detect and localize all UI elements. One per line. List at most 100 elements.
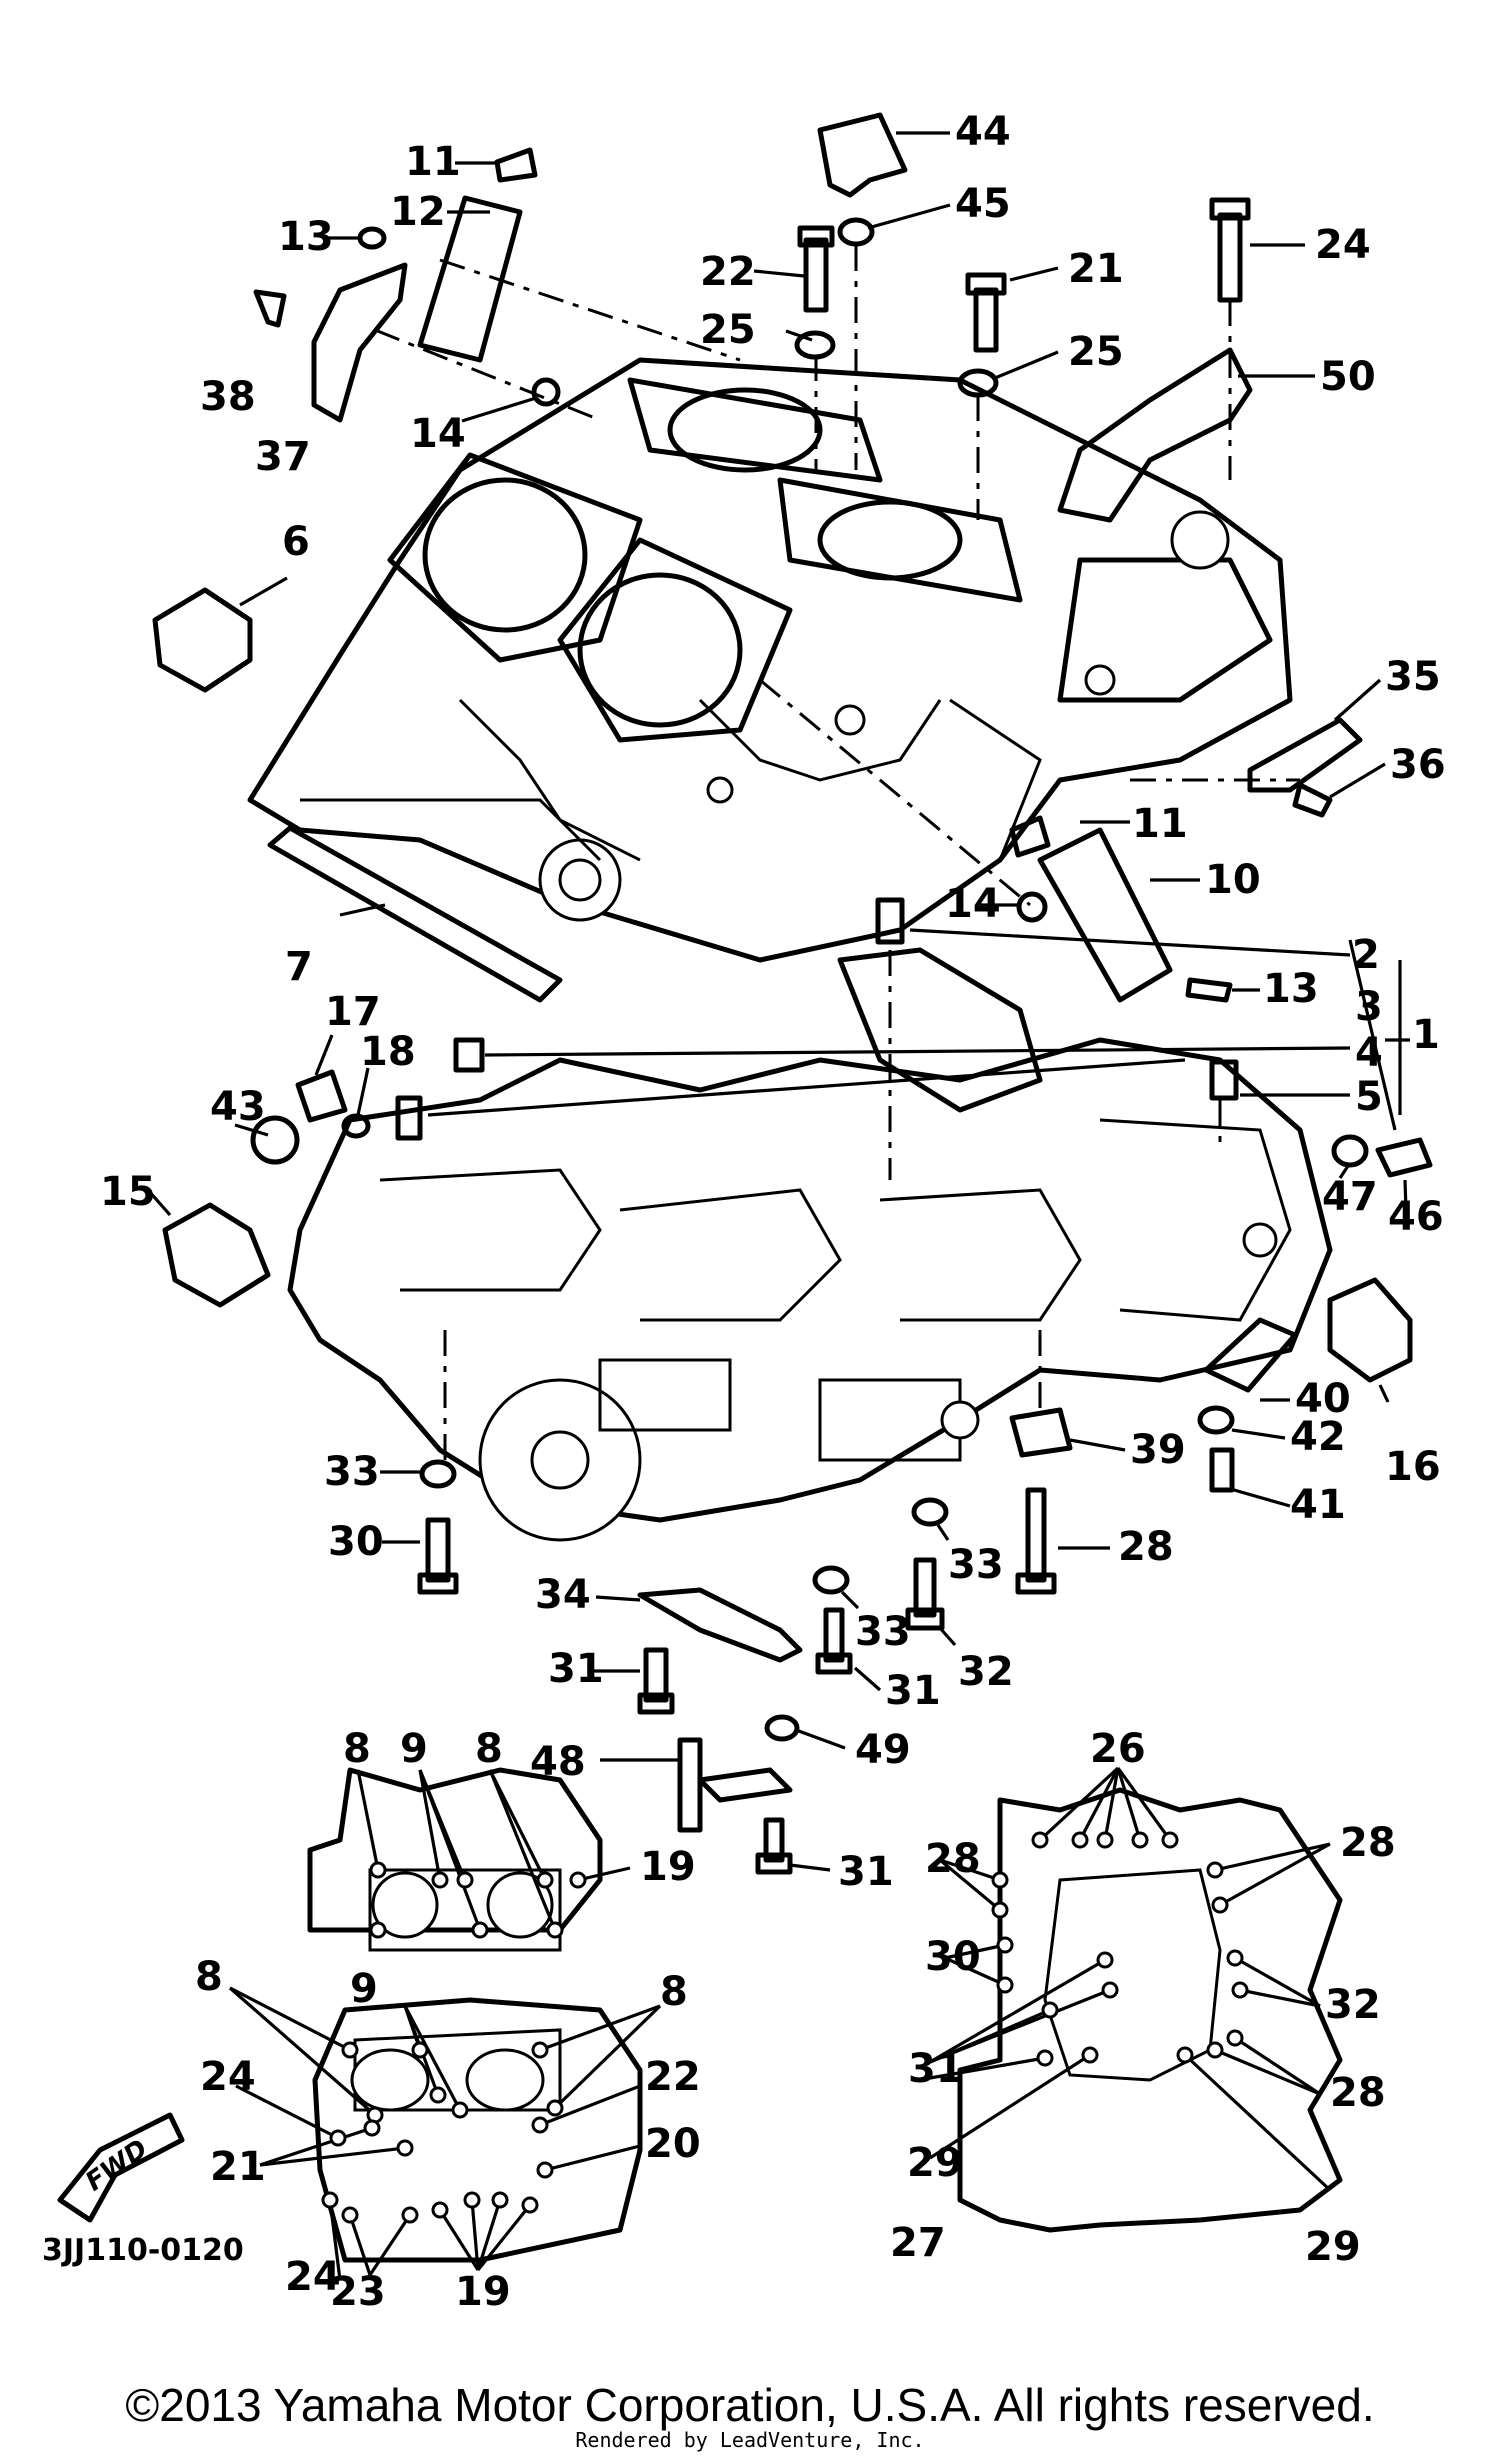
callout-42: 42 xyxy=(1290,1414,1346,1460)
rendered-by-notice: Rendered by LeadVenture, Inc. xyxy=(575,2428,925,2452)
callout-22: 22 xyxy=(645,2054,701,2100)
bolt-hole xyxy=(1226,2029,1244,2047)
lower-crankcase xyxy=(287,947,1333,1542)
callout-37: 37 xyxy=(255,434,311,480)
callout-41: 41 xyxy=(1290,1482,1346,1528)
callout-13: 13 xyxy=(1263,966,1319,1012)
bolt-hole xyxy=(1161,1831,1179,1849)
bolt-hole xyxy=(546,2099,564,2117)
callout-11: 11 xyxy=(1132,801,1188,847)
callout-26: 26 xyxy=(1090,1726,1146,1772)
callout-8: 8 xyxy=(195,1954,223,2000)
leader-lines xyxy=(146,131,1410,2281)
callout-36: 36 xyxy=(1390,742,1446,788)
callout-12: 12 xyxy=(390,189,446,235)
bolt-hole xyxy=(531,2116,549,2134)
bolt-hole xyxy=(1036,2049,1054,2067)
bolt-hole xyxy=(463,2191,481,2209)
bolt-hole xyxy=(1081,2046,1099,2064)
callout-45: 45 xyxy=(955,181,1011,227)
callout-31: 31 xyxy=(908,2046,964,2092)
callout-18: 18 xyxy=(360,1029,416,1075)
bolt-hole xyxy=(996,1976,1014,1994)
bolt-hole xyxy=(401,2206,419,2224)
bolt-hole xyxy=(369,1861,387,1879)
bolt-hole xyxy=(411,2041,429,2059)
callout-5: 5 xyxy=(1355,1074,1383,1120)
callout-33: 33 xyxy=(855,1609,911,1655)
bolt-hole xyxy=(341,2041,359,2059)
bolt-hole xyxy=(1071,1831,1089,1849)
bolt-hole xyxy=(1031,1831,1049,1849)
callout-31: 31 xyxy=(548,1646,604,1692)
callout-44: 44 xyxy=(955,109,1011,155)
bolt-hole xyxy=(431,2201,449,2219)
bolt-hole xyxy=(329,2129,347,2147)
bolt-hole xyxy=(1226,1949,1244,1967)
callout-7: 7 xyxy=(285,944,313,990)
figure-code: 3JJ110-0120 xyxy=(42,2233,244,2268)
copyright-notice: ©2013 Yamaha Motor Corporation, U.S.A. A… xyxy=(125,2379,1375,2431)
bolt-hole xyxy=(431,1871,449,1889)
callout-33: 33 xyxy=(324,1449,380,1495)
bolt-hole xyxy=(1211,1896,1229,1914)
callout-1: 1 xyxy=(1412,1012,1440,1058)
bolt-hole xyxy=(1096,1951,1114,1969)
callout-27: 27 xyxy=(890,2220,946,2266)
callout-31: 31 xyxy=(885,1668,941,1714)
callout-28: 28 xyxy=(1330,2070,1386,2116)
callout-3: 3 xyxy=(1355,984,1383,1030)
callout-24: 24 xyxy=(285,2254,341,2300)
callout-28: 28 xyxy=(1340,1820,1396,1866)
upper-crankcase xyxy=(247,357,1293,963)
callout-24: 24 xyxy=(1315,222,1371,268)
assembly-lines xyxy=(374,245,1300,1470)
callout-32: 32 xyxy=(1325,1982,1381,2028)
bolt-hole xyxy=(1096,1831,1114,1849)
callout-25: 25 xyxy=(700,307,756,353)
callout-8: 8 xyxy=(660,1969,688,2015)
callout-28: 28 xyxy=(925,1836,981,1882)
callout-35: 35 xyxy=(1385,654,1441,700)
bolt-hole xyxy=(1176,2046,1194,2064)
callout-21: 21 xyxy=(1068,246,1124,292)
callout-14: 14 xyxy=(410,411,466,457)
bolt-hole xyxy=(321,2191,339,2209)
bolt-hole xyxy=(429,2086,447,2104)
callout-14: 14 xyxy=(945,881,1001,927)
callout-40: 40 xyxy=(1295,1376,1351,1422)
callout-11: 11 xyxy=(405,139,461,185)
bolt-hole xyxy=(396,2139,414,2157)
callout-25: 25 xyxy=(1068,329,1124,375)
callout-4: 4 xyxy=(1355,1030,1383,1076)
callout-17: 17 xyxy=(325,989,381,1035)
callout-6: 6 xyxy=(282,519,310,565)
callout-47: 47 xyxy=(1322,1174,1378,1220)
bolt-hole xyxy=(996,1936,1014,1954)
bolt-hole xyxy=(1131,1831,1149,1849)
callout-31: 31 xyxy=(838,1849,894,1895)
bolt-hole xyxy=(491,2191,509,2209)
callout-16: 16 xyxy=(1385,1444,1441,1490)
callout-33: 33 xyxy=(948,1542,1004,1588)
bolt-holes xyxy=(321,1831,1249,2224)
bolt-hole xyxy=(1101,1981,1119,1999)
bolt-hole xyxy=(341,2206,359,2224)
bolt-hole xyxy=(536,2161,554,2179)
callout-29: 29 xyxy=(1305,2224,1361,2270)
callout-21: 21 xyxy=(210,2144,266,2190)
callout-30: 30 xyxy=(328,1519,384,1565)
callout-9: 9 xyxy=(350,1966,378,2012)
bolt-hole xyxy=(471,1921,489,1939)
bolt-hole xyxy=(1206,2041,1224,2059)
callout-34: 34 xyxy=(535,1572,591,1618)
small-parts xyxy=(152,112,1433,1875)
callout-30: 30 xyxy=(925,1934,981,1980)
bolt-hole xyxy=(456,1871,474,1889)
bolt-hole xyxy=(521,2196,539,2214)
callout-15: 15 xyxy=(100,1169,156,1215)
bolt-hole xyxy=(1041,2001,1059,2019)
callout-38: 38 xyxy=(200,374,256,420)
